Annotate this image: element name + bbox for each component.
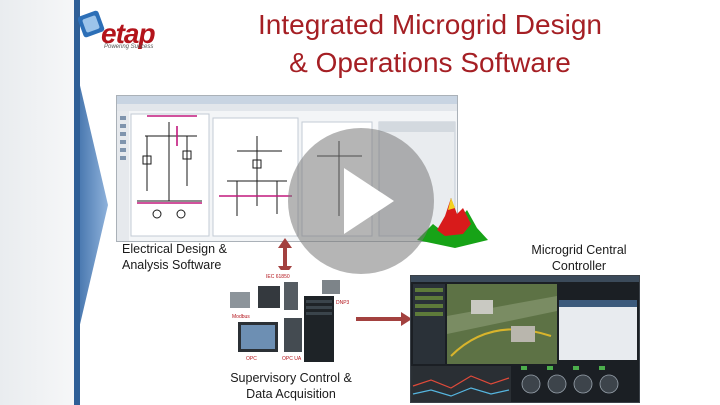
logo-tagline: Powering Success bbox=[104, 44, 154, 50]
etap-logo-icon bbox=[78, 10, 105, 38]
play-button[interactable] bbox=[288, 128, 434, 274]
scada-hardware-image: IEC 61850 Modbus OPC OPC UA DNP3 bbox=[226, 270, 356, 366]
scada-tag-modbus: Modbus bbox=[232, 314, 250, 320]
controller-label: Microgrid Central Controller bbox=[531, 243, 627, 273]
left-chevron-decoration bbox=[74, 0, 108, 405]
scada-tag-opc: OPC bbox=[246, 356, 257, 362]
logo-text: etap bbox=[101, 18, 156, 49]
title-line-1: Integrated Microgrid Design bbox=[258, 9, 602, 40]
title-line-2: & Operations Software bbox=[289, 47, 571, 78]
scada-label: Supervisory Control & Data Acquisition bbox=[230, 371, 352, 401]
controller-screenshot bbox=[410, 275, 640, 403]
design-label: Electrical Design & Analysis Software bbox=[122, 242, 227, 272]
harmonic-surface-plot bbox=[417, 198, 488, 248]
left-band bbox=[0, 0, 74, 405]
slide-title: Integrated Microgrid Design & Operations… bbox=[218, 6, 642, 82]
play-icon bbox=[344, 168, 394, 234]
scada-tag-iec: IEC 61850 bbox=[266, 274, 290, 280]
scada-tag-opcua: OPC UA bbox=[282, 356, 302, 362]
scada-tag-dnp3: DNP3 bbox=[336, 300, 350, 306]
